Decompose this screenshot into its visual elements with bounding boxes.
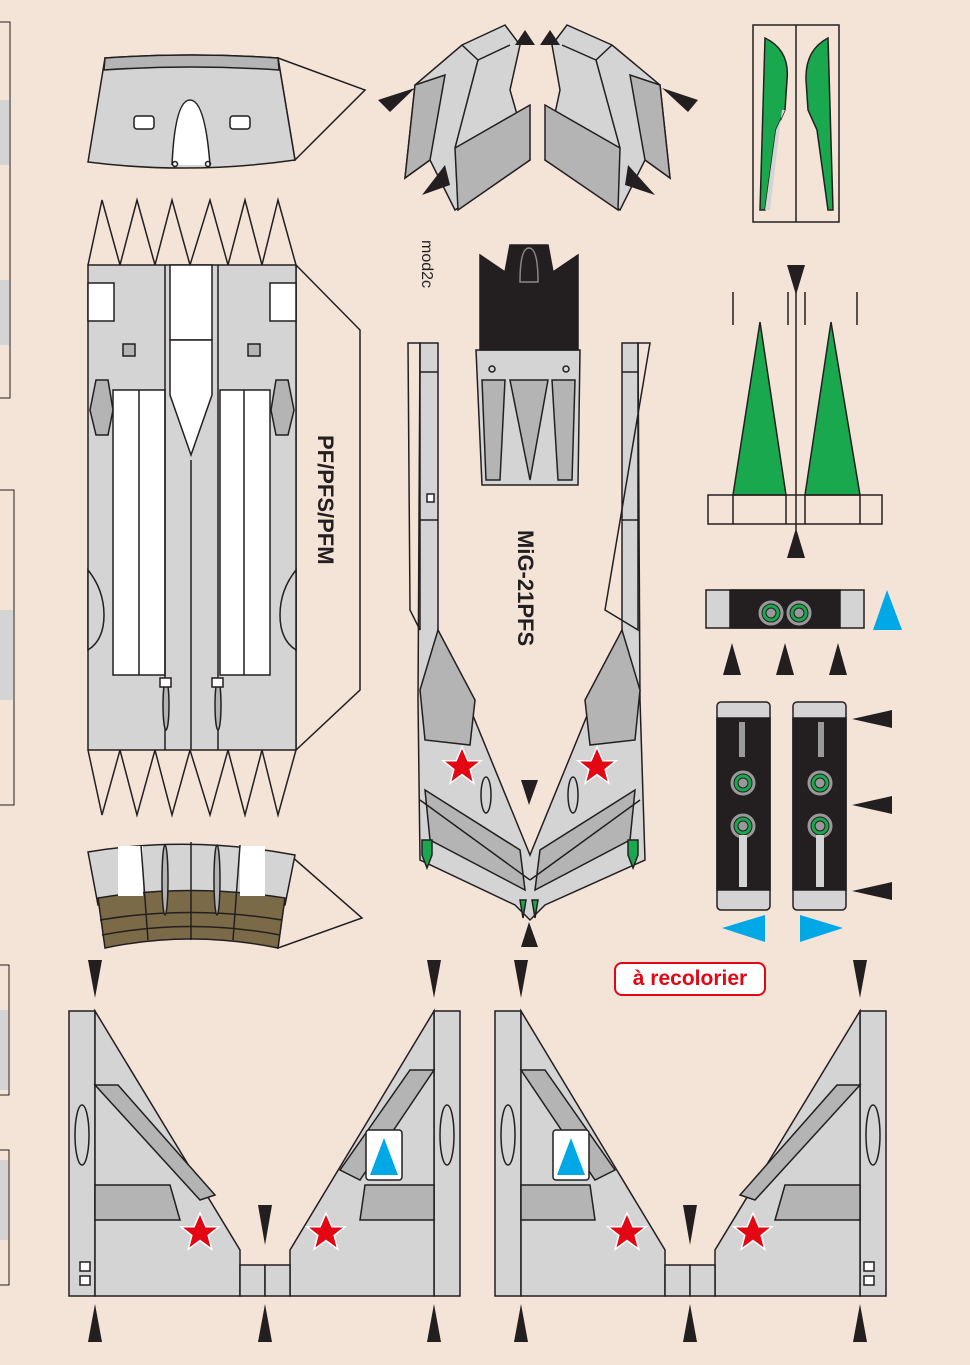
tab-arrow xyxy=(521,780,538,805)
nose-gear-bay-part xyxy=(705,589,902,675)
tab-arrow xyxy=(521,922,538,947)
fin-part xyxy=(707,265,883,558)
model-label: MiG-21PFS xyxy=(513,530,538,646)
wing-pair-right xyxy=(494,960,887,1342)
main-gear-bays-part xyxy=(716,701,892,942)
rudder-part xyxy=(752,24,840,223)
recolor-note: à recolorier xyxy=(614,962,766,996)
rear-ring-part xyxy=(87,842,364,950)
fuselage-part: PF/PFS/PFM xyxy=(87,197,361,818)
mod-label: mod2c xyxy=(418,240,435,288)
cockpit-part xyxy=(475,244,581,486)
fuselage-top-part: MiG-21PFS xyxy=(407,342,651,922)
canopy-part xyxy=(87,54,367,169)
wing-pair-left xyxy=(68,960,461,1342)
intake-fan-parts xyxy=(378,24,698,212)
edge-fragments xyxy=(0,21,15,1286)
variants-label: PF/PFS/PFM xyxy=(313,435,338,565)
